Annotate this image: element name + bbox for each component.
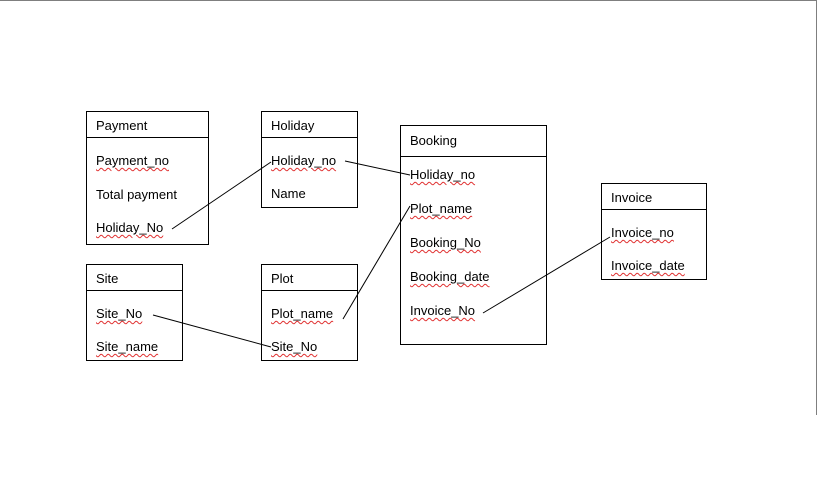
diagram-canvas: Payment Payment_no Total payment Holiday…: [0, 0, 817, 415]
entity-plot[interactable]: Plot Plot_name Site_No: [261, 264, 358, 361]
attr-holiday-no-fk: Holiday_No: [96, 220, 164, 235]
entity-title: Site: [87, 265, 182, 291]
entity-title: Booking: [401, 126, 546, 157]
attr-booking-date: Booking_date: [410, 269, 490, 284]
link-booking-invoice[interactable]: [482, 236, 611, 314]
link-site-plot[interactable]: [152, 314, 272, 348]
attr-total-payment: Total payment: [96, 187, 177, 202]
link-payment-holiday[interactable]: [171, 161, 272, 230]
entity-title: Plot: [262, 265, 357, 291]
entity-title: Holiday: [262, 112, 357, 138]
entity-title: Invoice: [602, 184, 706, 210]
link-plot-booking[interactable]: [342, 205, 411, 320]
entity-invoice[interactable]: Invoice Invoice_no Invoice_date: [601, 183, 707, 280]
attr-name: Name: [271, 186, 306, 201]
attr-invoice-no: Invoice_no: [611, 225, 674, 240]
relationship-lines: [152, 160, 611, 348]
attr-payment-no: Payment_no: [96, 153, 169, 168]
entity-payment[interactable]: Payment Payment_no Total payment Holiday…: [86, 111, 209, 245]
attr-plot-name-fk: Plot_name: [410, 201, 473, 216]
attr-holiday-no: Holiday_no: [271, 153, 337, 168]
attr-plot-name: Plot_name: [271, 306, 334, 321]
attr-invoice-no-fk: Invoice_No: [410, 303, 476, 318]
attr-invoice-date: Invoice_date: [611, 258, 685, 273]
attr-booking-no: Booking_No: [410, 235, 481, 250]
entity-booking[interactable]: Booking Holiday_no Plot_name Booking_No …: [400, 125, 547, 345]
attr-site-name: Site_name: [96, 339, 159, 354]
attr-site-no-fk: Site_No: [271, 339, 318, 354]
entity-holiday[interactable]: Holiday Holiday_no Name: [261, 111, 358, 208]
entity-site[interactable]: Site Site_No Site_name: [86, 264, 183, 361]
entity-title: Payment: [87, 112, 208, 138]
attr-holiday-no-fk: Holiday_no: [410, 167, 476, 182]
attr-site-no: Site_No: [96, 306, 143, 321]
link-holiday-booking[interactable]: [344, 160, 411, 176]
